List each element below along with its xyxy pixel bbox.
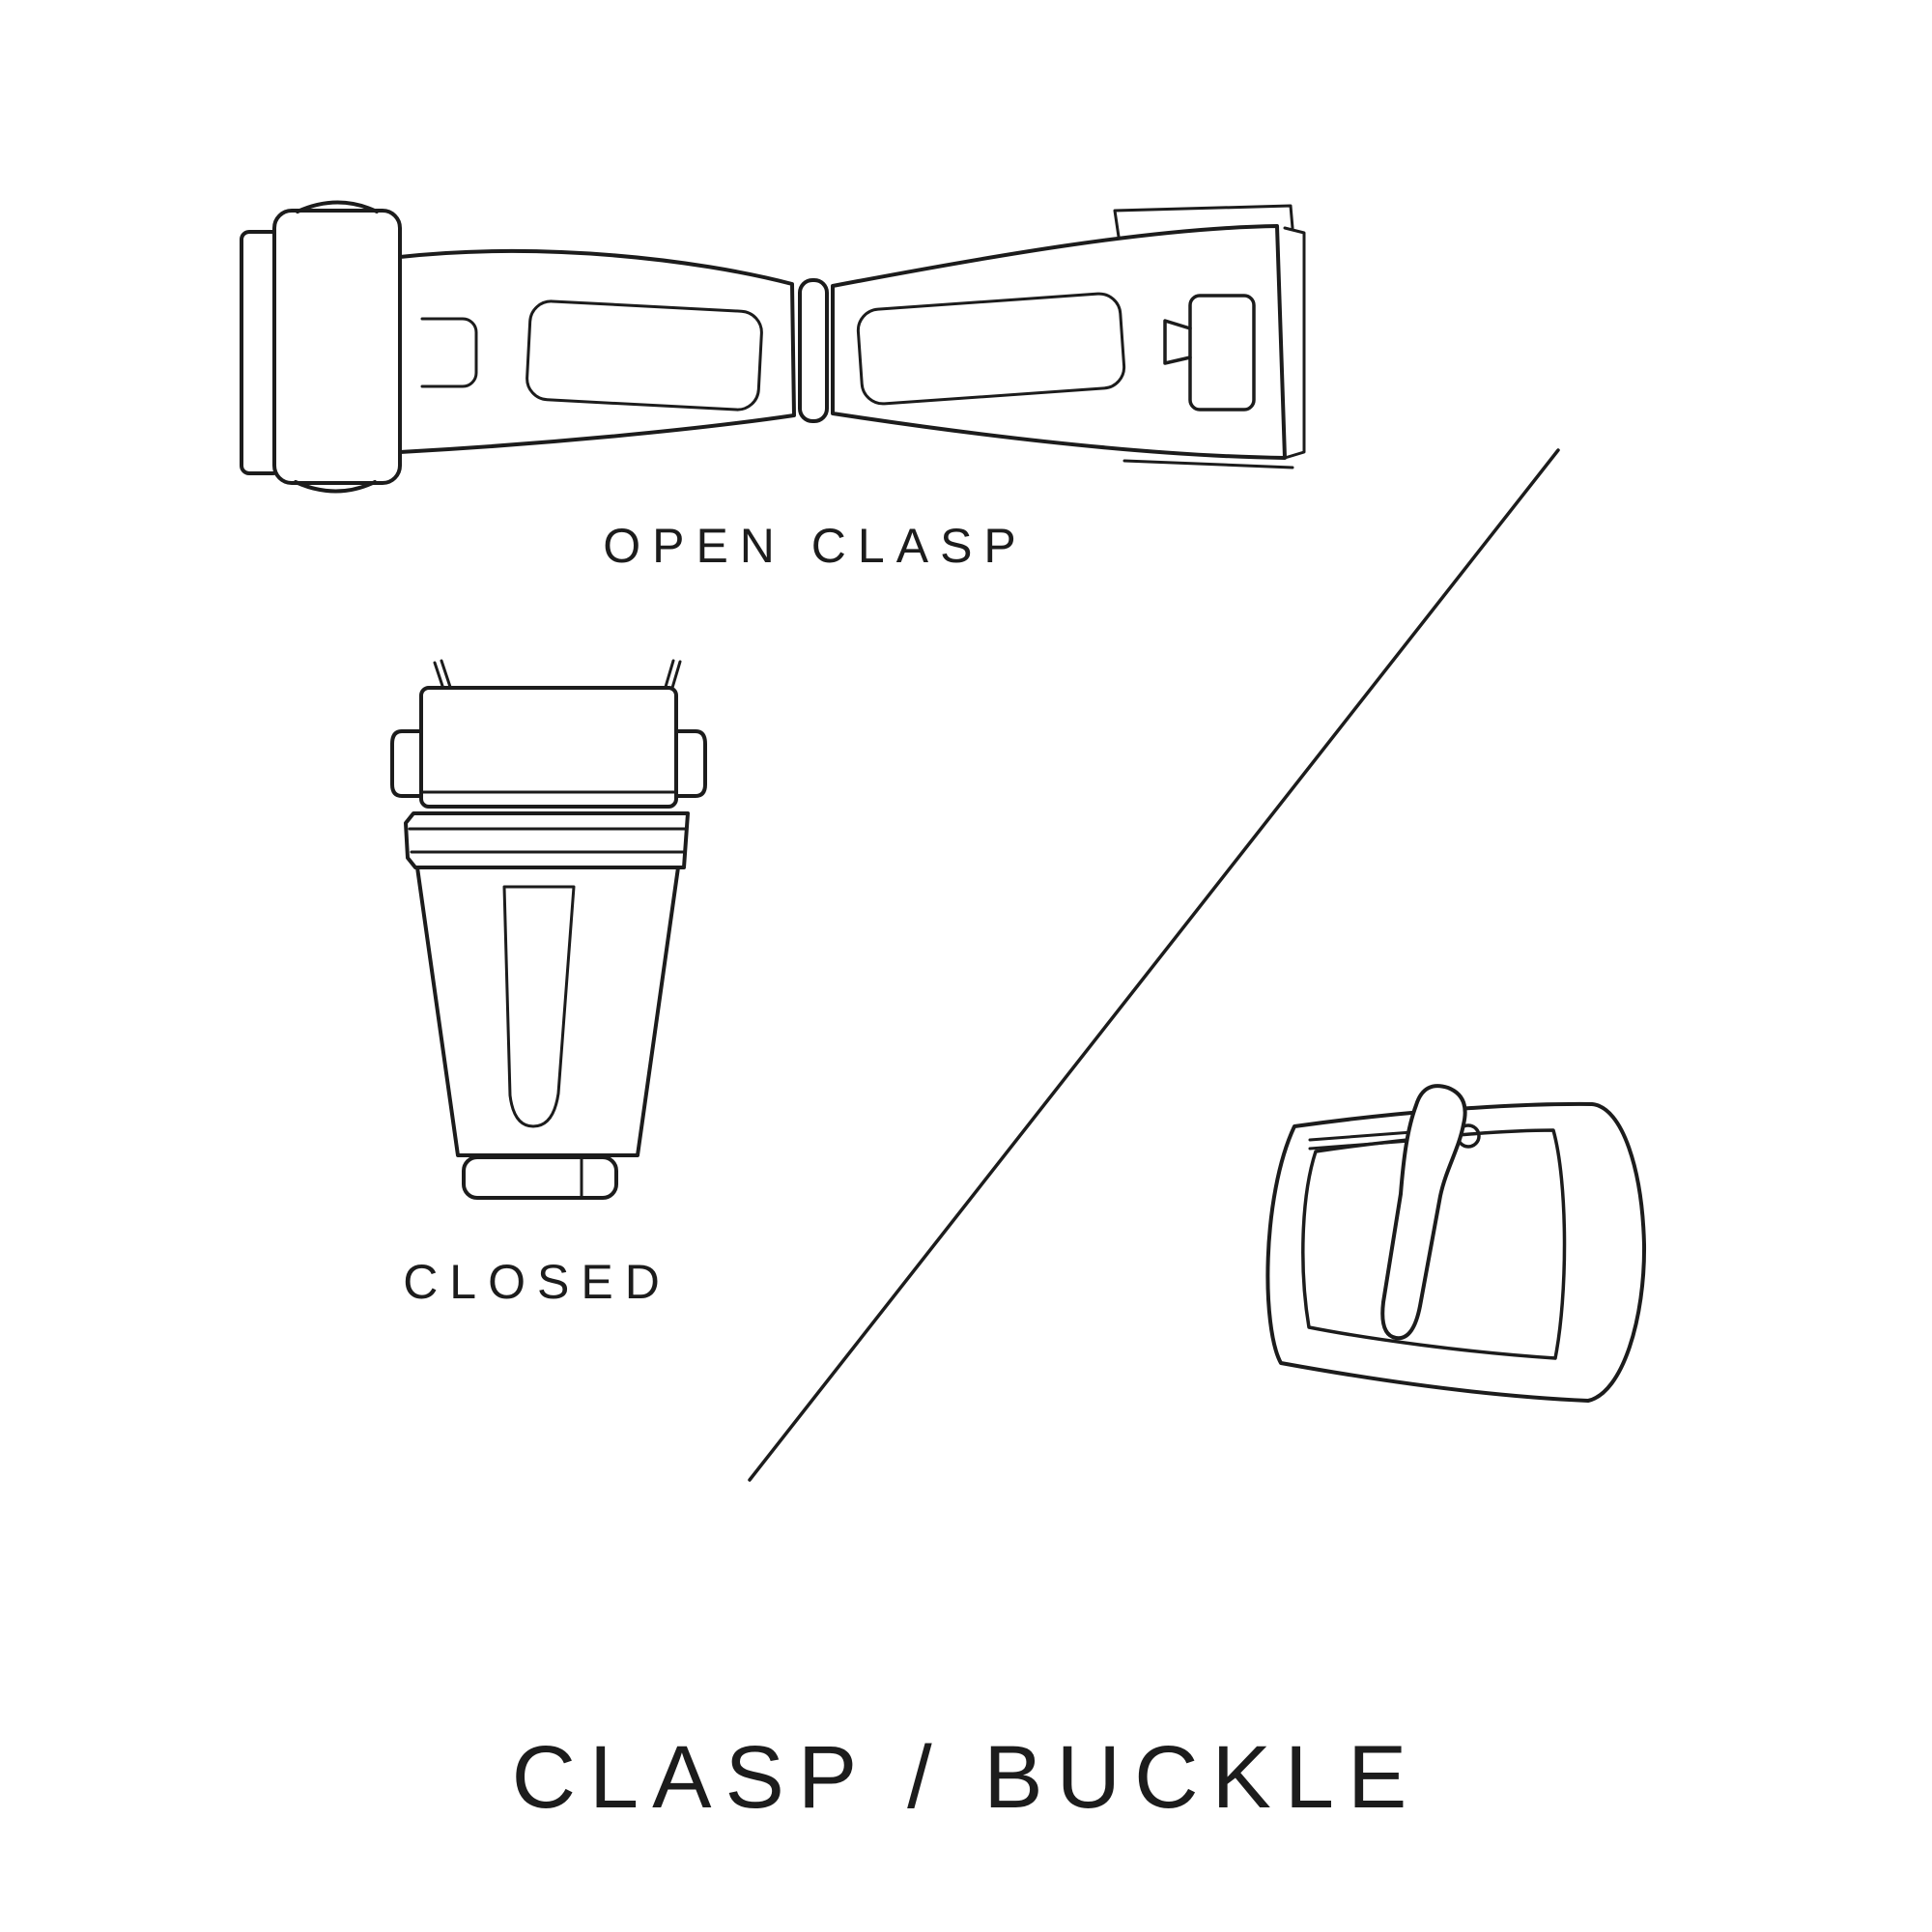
buckle-prong — [1380, 1084, 1467, 1341]
closed-clasp-body — [415, 866, 680, 1157]
buckle-frame — [1265, 1101, 1647, 1403]
closed-clasp-illustration — [390, 659, 707, 1200]
divider-line — [748, 448, 1560, 1482]
open-clasp-right-arm — [831, 224, 1287, 460]
closed-clasp-bottom-cap — [462, 1155, 618, 1200]
open-clasp-hinge — [798, 278, 829, 423]
closed-clasp-top-block — [419, 686, 678, 809]
closed-clasp-band — [404, 811, 690, 869]
closed-label: CLOSED — [403, 1255, 671, 1309]
open-clasp-left-arm — [398, 249, 796, 454]
buckle-illustration — [1265, 1084, 1647, 1403]
open-clasp-illustration — [240, 200, 1306, 494]
page-title: CLASP / BUCKLE — [511, 1728, 1421, 1827]
open-clasp-end-block — [272, 209, 402, 485]
open-clasp-label: OPEN CLASP — [603, 519, 1028, 573]
